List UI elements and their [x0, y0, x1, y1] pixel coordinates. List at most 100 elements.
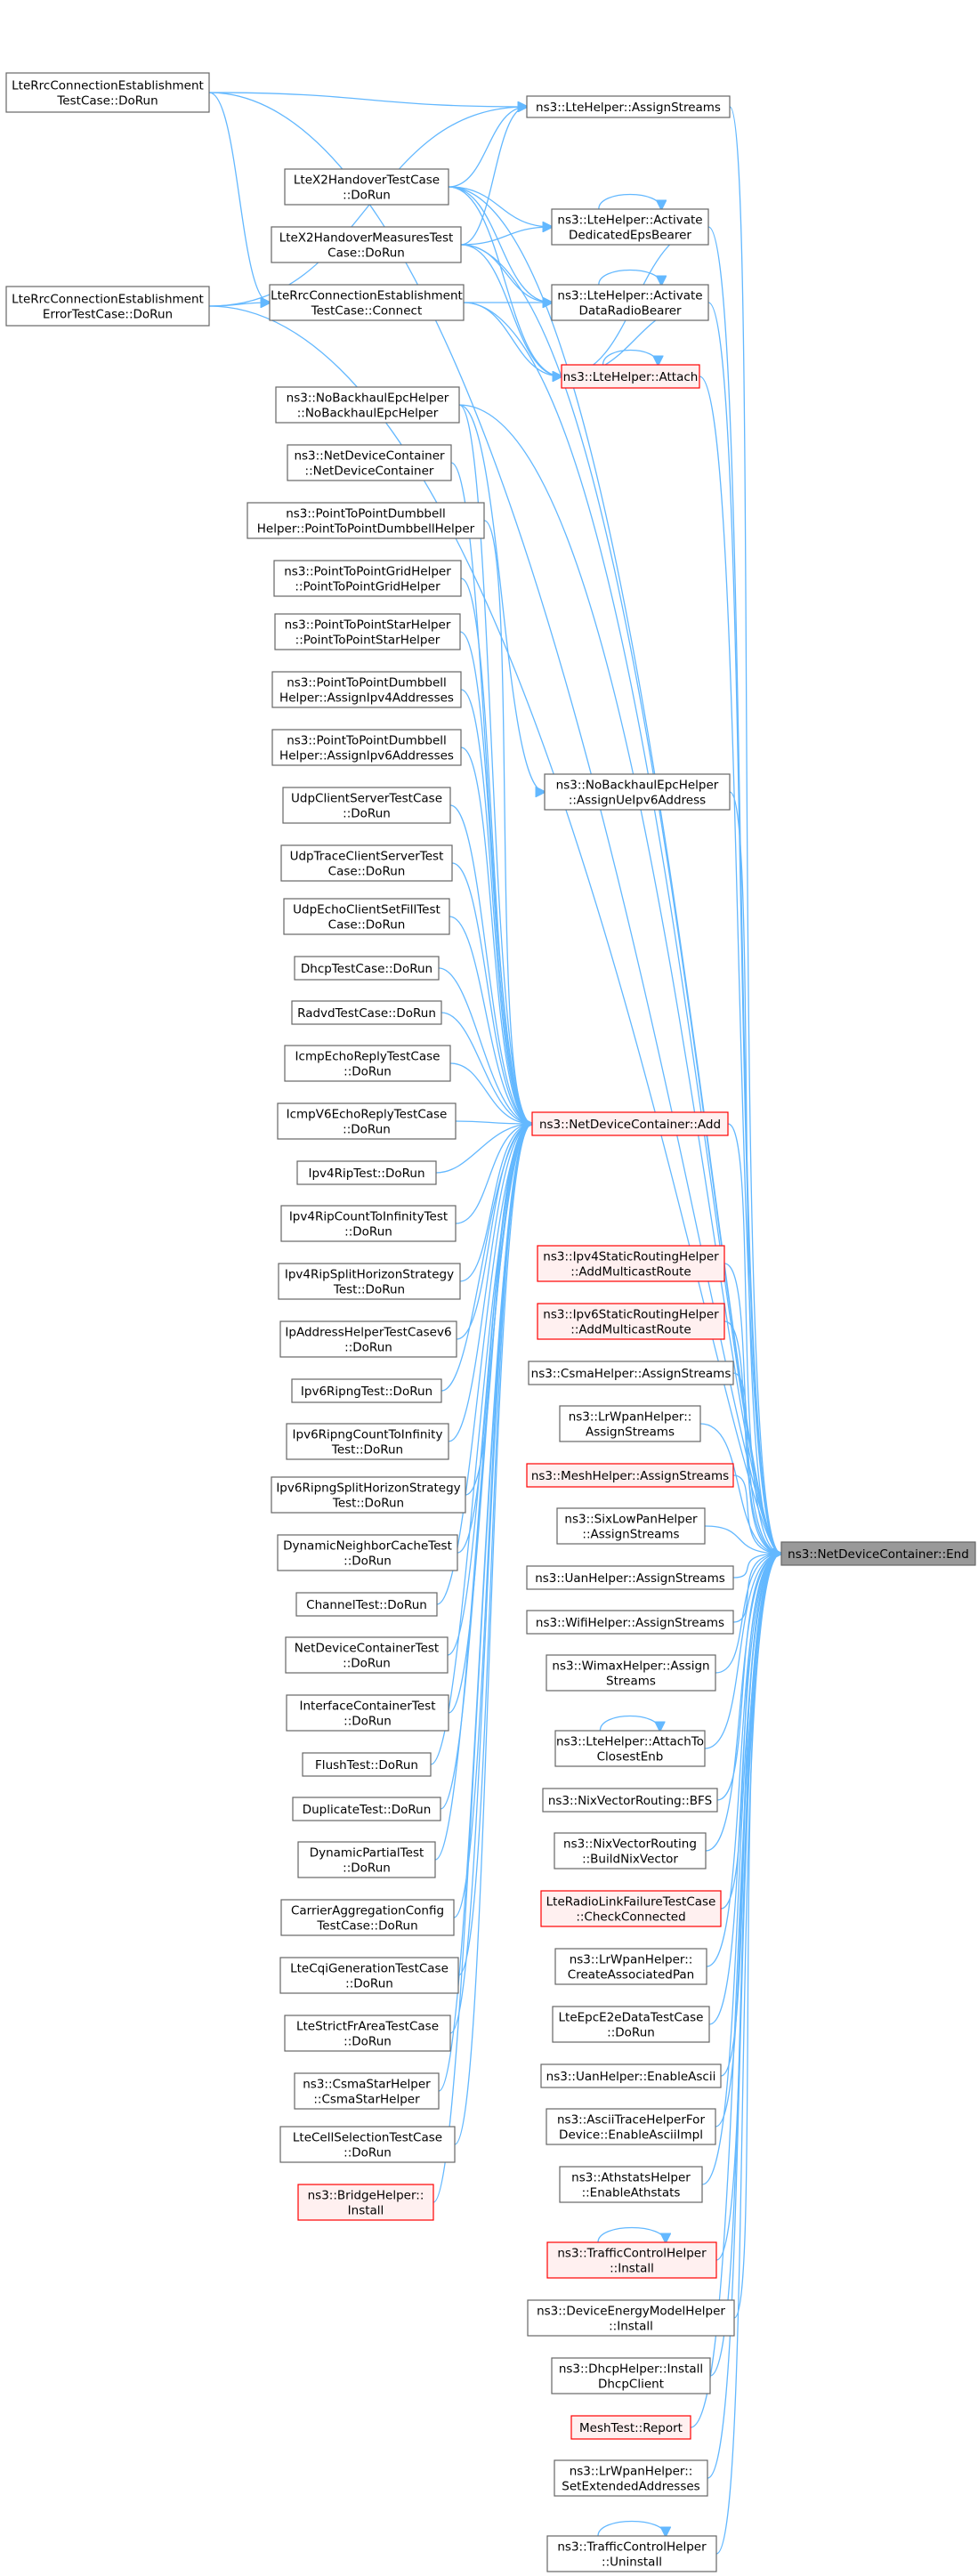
node-ascii[interactable]: ns3::AsciiTraceHelperForDevice::EnableAs… [546, 2108, 716, 2145]
node-dem[interactable]: ns3::DeviceEnergyModelHelper::Install [527, 2299, 735, 2337]
node-nixbfs[interactable]: ns3::NixVectorRouting::BFS [542, 1788, 718, 1813]
edge-icmp6-to-add [455, 1121, 532, 1124]
node-uan[interactable]: ns3::UanHelper::AssignStreams [526, 1565, 734, 1590]
node-add[interactable]: ns3::NetDeviceContainer::Add [531, 1111, 729, 1136]
node-lrce[interactable]: LteRrcConnectionEstablishmentTestCase::D… [5, 72, 210, 113]
node-chan[interactable]: ChannelTest::DoRun [295, 1592, 438, 1617]
node-ptpg[interactable]: ns3::PointToPointGridHelper::PointToPoin… [273, 560, 462, 597]
edge-nbeh-to-end [458, 404, 781, 1554]
node-tcu[interactable]: ns3::TrafficControlHelper::Uninstall [546, 2535, 717, 2572]
node-label-line: LteCellSelectionTestCase [293, 2131, 442, 2145]
node-box [278, 1263, 461, 1300]
node-label-line: LteRrcConnectionEstablishment [12, 79, 204, 93]
node-ndct[interactable]: NetDeviceContainerTest::DoRun [285, 1636, 449, 1674]
node-ptpd4[interactable]: ns3::PointToPointDumbbellHelper::AssignI… [271, 671, 462, 708]
node-dhcpt[interactable]: DhcpTestCase::DoRun [294, 956, 440, 981]
node-epce2e[interactable]: LteEpcE2eDataTestCase::DoRun [552, 2006, 710, 2043]
node-box [527, 2299, 735, 2337]
node-label-line: MeshTest::Report [579, 2421, 683, 2435]
node-nixbuild[interactable]: ns3::NixVectorRouting::BuildNixVector [554, 1832, 707, 1869]
node-lrwpancap[interactable]: ns3::LrWpanHelper::CreateAssociatedPan [554, 1948, 707, 1985]
edge-x2h-to-attach [448, 186, 562, 376]
node-rcc[interactable]: LteRrcConnectionEstablishmentTestCase::C… [269, 284, 465, 321]
node-uanascii[interactable]: ns3::UanHelper::EnableAscii [540, 2063, 722, 2088]
node-lrwpan[interactable]: ns3::LrWpanHelper::AssignStreams [559, 1405, 701, 1442]
node-wimax[interactable]: ns3::WimaxHelper::AssignStreams [546, 1654, 716, 1692]
node-dnc[interactable]: DynamicNeighborCacheTest::DoRun [277, 1534, 458, 1571]
node-x2h[interactable]: LteX2HandoverTestCase::DoRun [284, 168, 449, 206]
node-adeb[interactable]: ns3::LteHelper::ActivateDedicatedEpsBear… [551, 208, 709, 246]
node-dpt[interactable]: DynamicPartialTest::DoRun [297, 1841, 436, 1878]
node-ptpd[interactable]: ns3::PointToPointDumbbellHelper::PointTo… [247, 502, 485, 539]
node-radvd[interactable]: RadvdTestCase::DoRun [291, 1000, 442, 1025]
node-dup[interactable]: DuplicateTest::DoRun [292, 1797, 441, 1821]
node-assign[interactable]: ns3::LteHelper::AssignStreams [526, 95, 731, 118]
node-ipaddr[interactable]: IpAddressHelperTestCasev6::DoRun [279, 1320, 457, 1358]
node-box [526, 1610, 734, 1635]
node-end[interactable]: ns3::NetDeviceContainer::End [780, 1541, 976, 1566]
node-wifi[interactable]: ns3::WifiHelper::AssignStreams [526, 1610, 734, 1635]
edge-x2h-to-assign [448, 107, 527, 188]
node-cellsel[interactable]: LteCellSelectionTestCase::DoRun [279, 2126, 456, 2163]
node-bridge[interactable]: ns3::BridgeHelper::Install [297, 2184, 434, 2221]
node-ipv4smr[interactable]: ns3::Ipv4StaticRoutingHelper::AddMultica… [537, 1245, 725, 1282]
node-athstats[interactable]: ns3::AthstatsHelper::EnableAthstats [559, 2166, 703, 2203]
node-label-line: ns3::AsciiTraceHelperFor [557, 2113, 705, 2128]
node-sfr[interactable]: LteStrictFrAreaTestCase::DoRun [284, 2015, 451, 2052]
node-label-line: ns3::LrWpanHelper:: [570, 2465, 693, 2479]
node-ptps[interactable]: ns3::PointToPointStarHelper::PointToPoin… [274, 613, 461, 650]
node-tci[interactable]: ns3::TrafficControlHelper::Install [546, 2241, 717, 2279]
node-csmastar[interactable]: ns3::CsmaStarHelper::CsmaStarHelper [294, 2072, 440, 2110]
node-ptpd6[interactable]: ns3::PointToPointDumbbellHelper::AssignI… [271, 729, 462, 766]
edge-lrce-to-rcc [208, 92, 270, 303]
node-box [302, 1752, 432, 1777]
node-nbeh[interactable]: ns3::NoBackhaulEpcHelper::NoBackhaulEpcH… [275, 386, 460, 424]
node-box [284, 2015, 451, 2052]
node-icmp6[interactable]: IcmpV6EchoReplyTestCase::DoRun [277, 1102, 457, 1140]
edge-sixlow-to-end [704, 1525, 781, 1554]
node-meshrep[interactable]: MeshTest::Report [570, 2415, 691, 2440]
node-mesh[interactable]: ns3::MeshHelper::AssignStreams [526, 1463, 734, 1488]
edge-lrwpanext-to-end [707, 1554, 781, 2479]
node-csmas[interactable]: ns3::CsmaHelper::AssignStreams [528, 1361, 734, 1385]
node-ucs[interactable]: UdpClientServerTestCase::DoRun [282, 787, 451, 824]
node-rlf[interactable]: LteRadioLinkFailureTestCase::CheckConnec… [540, 1890, 722, 1927]
node-label-line: ::PointToPointStarHelper [295, 634, 441, 648]
node-ndc[interactable]: ns3::NetDeviceContainer::NetDeviceContai… [287, 444, 452, 481]
node-label-line: InterfaceContainerTest [300, 1700, 436, 1714]
node-label-line: AssignStreams [586, 1425, 675, 1440]
node-sixlow[interactable]: ns3::SixLowPanHelper::AssignStreams [556, 1507, 706, 1545]
node-icmp[interactable]: IcmpEchoReplyTestCase::DoRun [284, 1045, 451, 1082]
node-label-line: ::DoRun [344, 2146, 392, 2160]
node-attach[interactable]: ns3::LteHelper::Attach [561, 364, 700, 389]
node-flush[interactable]: FlushTest::DoRun [302, 1752, 432, 1777]
node-lrwpanext[interactable]: ns3::LrWpanHelper::SetExtendedAddresses [554, 2459, 708, 2497]
node-ipv6smr[interactable]: ns3::Ipv6StaticRoutingHelper::AddMultica… [537, 1303, 725, 1340]
node-box [271, 671, 462, 708]
node-ipv6ripng[interactable]: Ipv6RipngTest::DoRun [291, 1378, 442, 1403]
node-label-line: ::DoRun [344, 1225, 392, 1240]
edge-x2hm-to-end [460, 244, 781, 1554]
node-ipv4ripc[interactable]: Ipv4RipCountToInfinityTest::DoRun [280, 1205, 457, 1242]
node-lrcee[interactable]: LteRrcConnectionEstablishmentErrorTestCa… [5, 286, 210, 327]
node-ict[interactable]: InterfaceContainerTest::DoRun [286, 1694, 449, 1732]
node-ipv4rip[interactable]: Ipv4RipTest::DoRun [296, 1160, 437, 1185]
node-cqi[interactable]: LteCqiGenerationTestCase::DoRun [279, 1957, 459, 1994]
edge-atce-self-loop [599, 1715, 659, 1732]
node-label-line: Case::DoRun [328, 918, 406, 933]
node-label-line: ns3::NoBackhaulEpcHelper [287, 392, 449, 406]
node-label-line: ns3::LrWpanHelper:: [569, 1410, 692, 1425]
edge-ndc-to-add [450, 462, 532, 1124]
node-label-line: ns3::NetDeviceContainer::Add [539, 1118, 721, 1132]
node-nbeh6[interactable]: ns3::NoBackhaulEpcHelper::AssignUeIpv6Ad… [544, 773, 731, 811]
